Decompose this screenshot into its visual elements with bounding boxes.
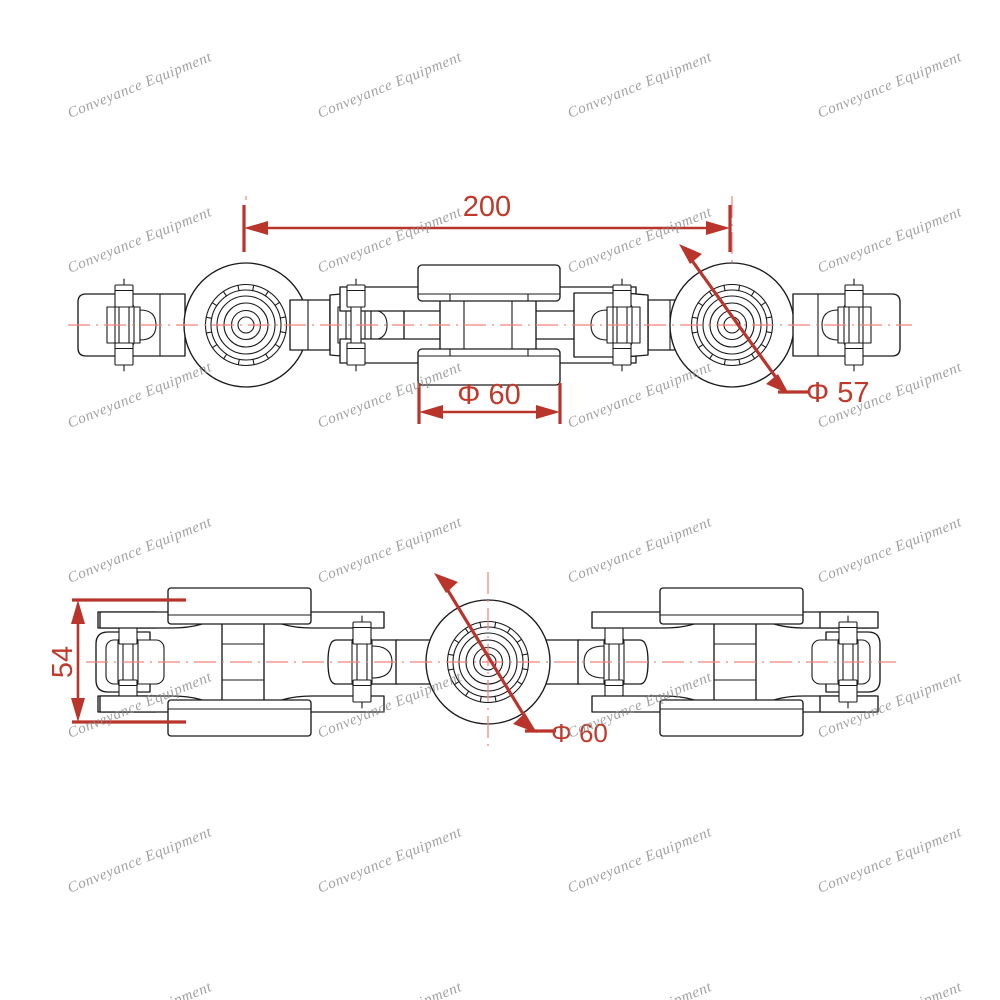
dimension-200: 200: [242, 191, 732, 252]
dimension-54: 54: [47, 598, 186, 724]
dimension-phi57-label: Φ 57: [806, 377, 869, 409]
dimension-phi60-bottom: Φ 60: [434, 573, 608, 748]
bottom-view: [86, 572, 896, 752]
top-view-dimensions: 200 Φ 60 Φ 57: [242, 191, 869, 424]
dimension-phi60-top: Φ 60: [417, 379, 562, 424]
top-view: [68, 196, 912, 388]
top-view-center-body: [339, 264, 637, 386]
dimension-phi60-top-label: Φ 60: [457, 379, 520, 411]
bottom-view-right-link-group: [577, 587, 877, 737]
dimension-200-label: 200: [463, 191, 511, 223]
top-view-right-end-link: [792, 278, 901, 372]
dimension-phi60-bottom-label: Φ 60: [551, 718, 608, 748]
dimension-54-label: 54: [47, 646, 79, 678]
dimension-phi57: Φ 57: [679, 244, 869, 409]
bottom-view-dimensions: 54 Φ 60: [47, 573, 608, 748]
